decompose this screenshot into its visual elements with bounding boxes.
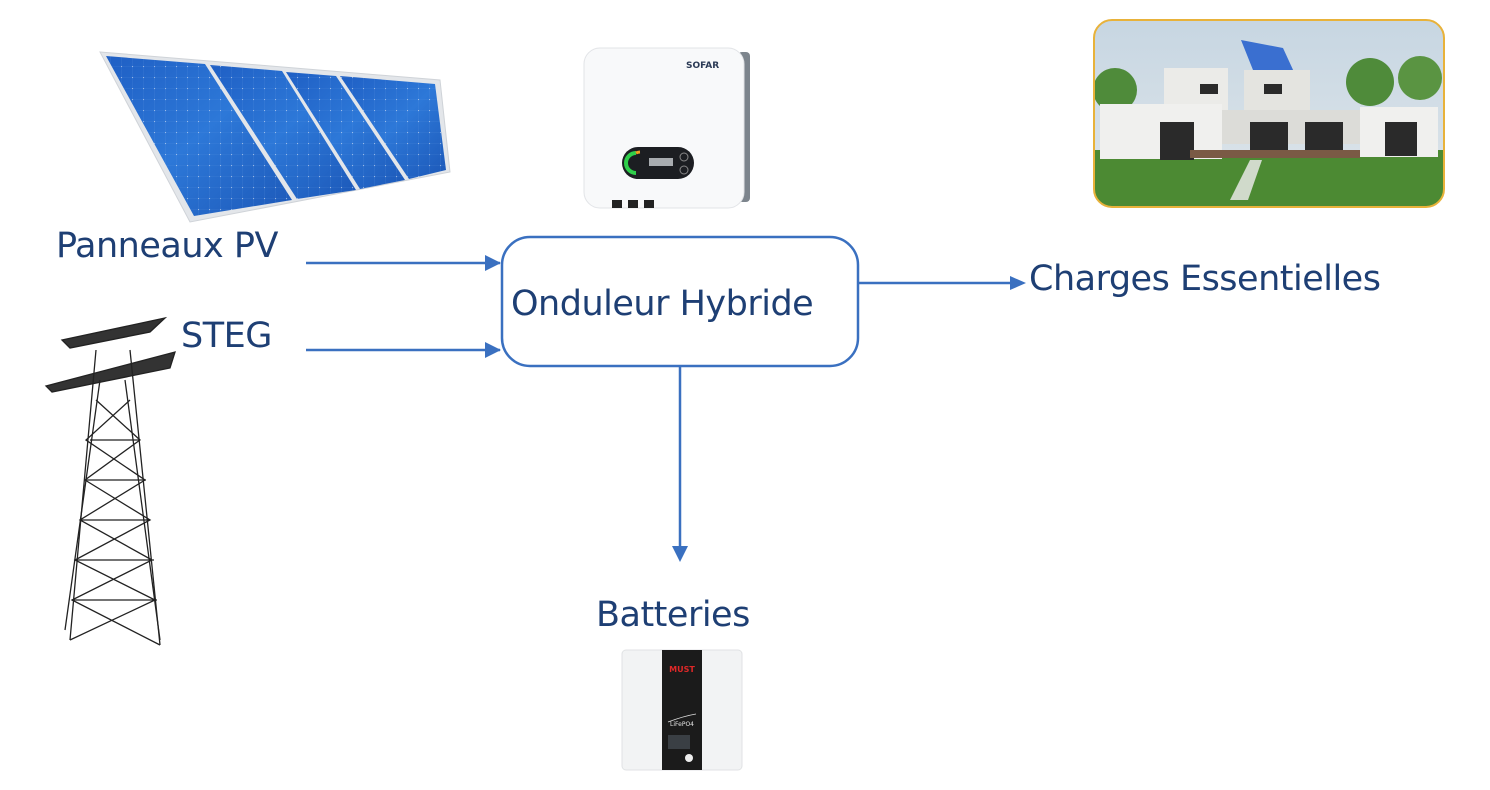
arrowhead-grid	[485, 342, 501, 358]
battery-brand: MUST	[669, 665, 695, 674]
arrowhead-loads	[1010, 276, 1026, 290]
inverter-brand: SOFAR	[686, 61, 719, 71]
inverter-label: Onduleur Hybride	[511, 284, 814, 324]
arrowhead-batteries	[672, 546, 688, 562]
pv-panels-label: Panneaux PV	[56, 226, 278, 266]
batteries-label: Batteries	[596, 595, 750, 635]
arrowhead-pv	[485, 255, 501, 271]
loads-label: Charges Essentielles	[1029, 259, 1381, 299]
grid-label: STEG	[181, 316, 272, 356]
battery-model: LiFePO4	[670, 721, 694, 728]
